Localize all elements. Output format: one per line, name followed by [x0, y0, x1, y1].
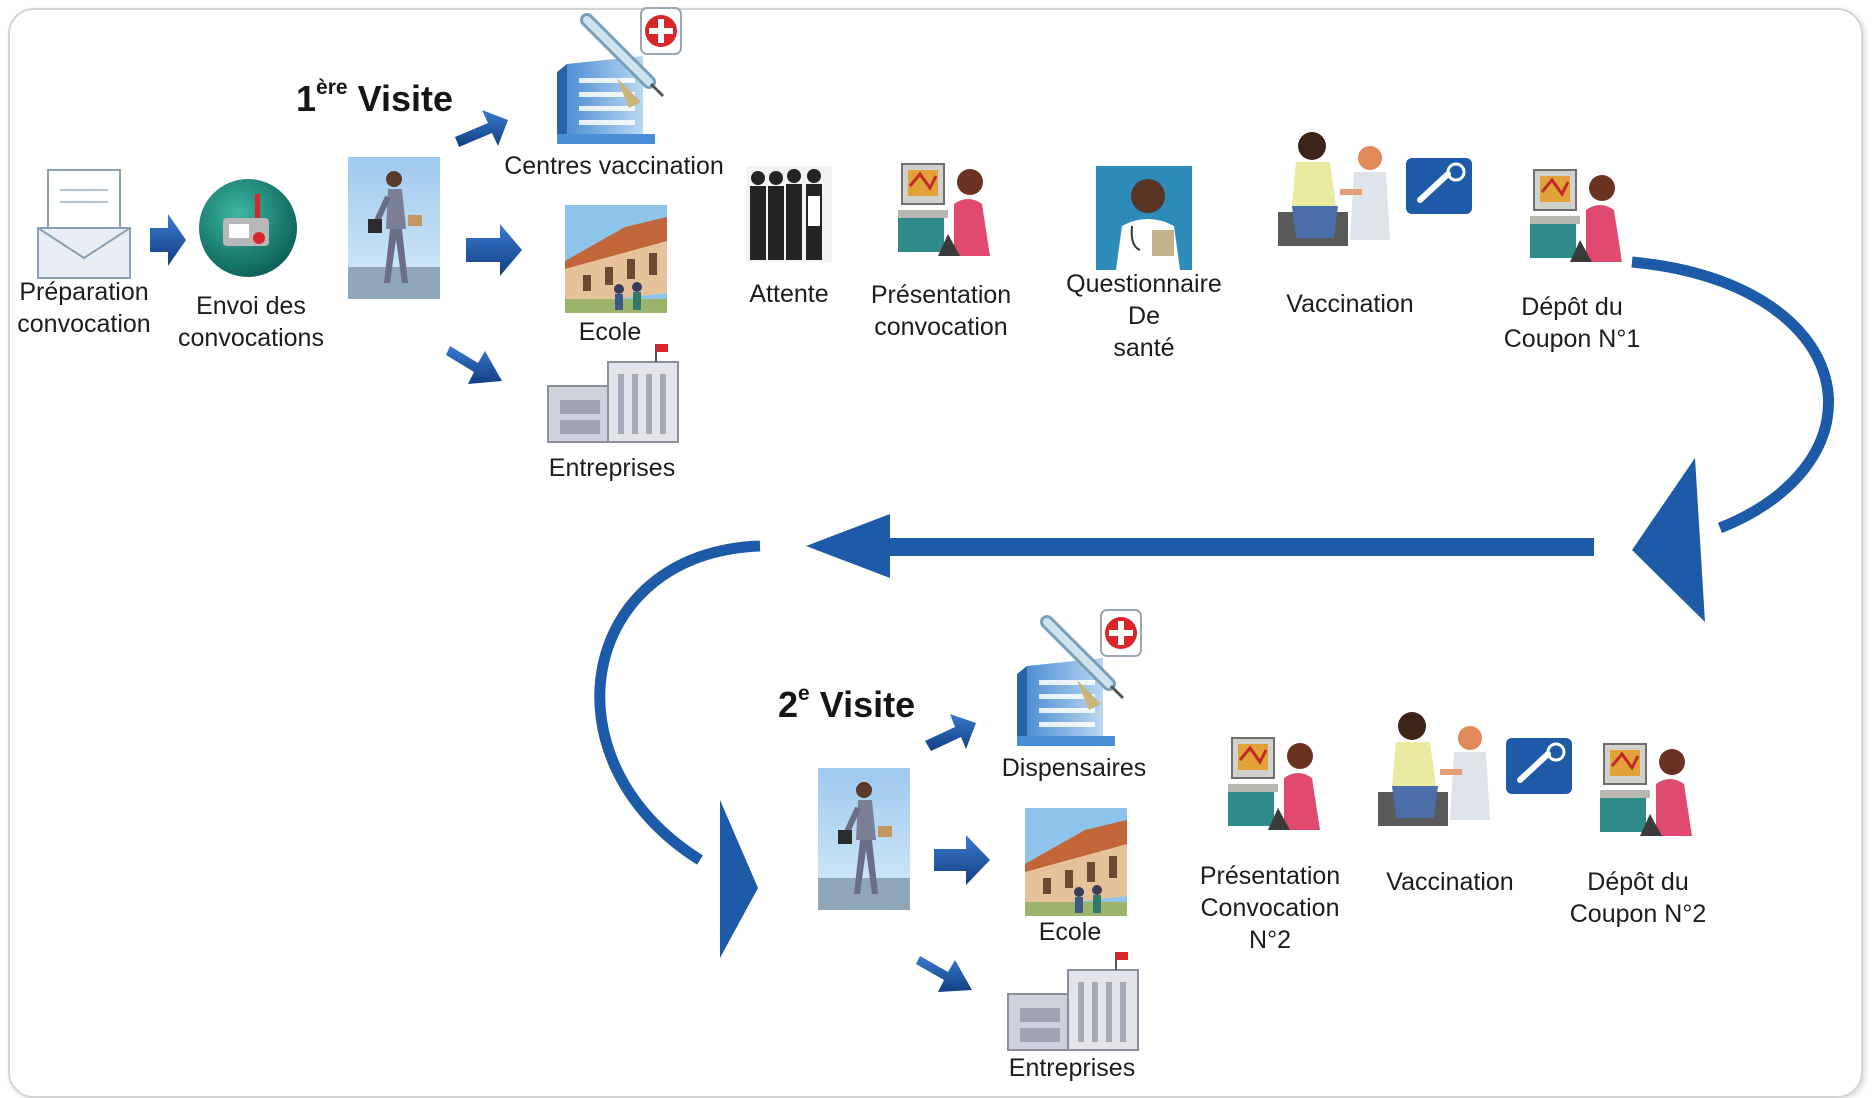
arrow-to-entreprises [446, 346, 502, 384]
step-entreprises-2-label: Entreprises [1008, 1054, 1136, 1082]
walking-person-icon [348, 157, 440, 299]
step-vaccination-2-label: Vaccination [1386, 868, 1514, 896]
arrow-return-curve-right [1631, 256, 1834, 622]
step-depot-1-label: Dépôt du Coupon N°1 [1503, 293, 1641, 353]
step-depot-2-label: Dépôt du Coupon N°2 [1569, 868, 1707, 928]
factory-icon [1007, 951, 1139, 1051]
desk-computer-icon [1598, 742, 1694, 838]
step-vaccination-label: Vaccination [1286, 290, 1414, 318]
dispensary-icon [1017, 610, 1141, 746]
step-entreprises-label: Entreprises [548, 454, 676, 482]
vaccination-scene-icon [1378, 712, 1572, 826]
arrow-to-ecole [466, 224, 522, 276]
desk-computer-icon [1226, 736, 1322, 832]
step-preparation-label: Préparation convocation [17, 278, 151, 338]
letter-envelope-icon [37, 169, 131, 279]
visit-1-title: 1ère Visite [296, 76, 453, 119]
factory-icon [547, 343, 679, 443]
school-icon [1025, 808, 1127, 916]
arrow-to-dispensaires [925, 714, 976, 751]
arrow-return-curve-left [594, 540, 761, 958]
step-dispensaires-label: Dispensaires [1001, 754, 1147, 782]
queue-people-icon [746, 166, 832, 262]
mailbox-icon [199, 179, 297, 277]
desk-computer-icon [1528, 168, 1624, 264]
step-envoi-label: Envoi des convocations [178, 292, 324, 352]
walking-person-icon [818, 768, 910, 910]
arrow-return-horizontal [806, 514, 1594, 578]
step-attente-label: Attente [749, 280, 829, 308]
school-icon [565, 205, 667, 313]
step-presentation-2-label: Présentation Convocation N°2 [1199, 862, 1341, 954]
step-questionnaire-label: Questionnaire De santé [1066, 270, 1222, 362]
vaccination-scene-icon [1278, 132, 1472, 246]
step-presentation-label: Présentation convocation [870, 281, 1012, 341]
desk-computer-icon [896, 162, 992, 258]
step-ecole-2-label: Ecole [1038, 918, 1102, 946]
visit-2-title: 2e Visite [778, 682, 916, 725]
arrow-to-ecole-2 [934, 835, 990, 885]
vaccination-center-icon [557, 8, 681, 144]
doctor-icon [1096, 166, 1192, 270]
arrow-to-entreprises-2 [916, 956, 972, 992]
step-ecole-label: Ecole [578, 318, 642, 346]
arrow-to-centres [455, 110, 508, 147]
step-centres-label: Centres vaccination [504, 152, 724, 180]
arrow-prep-to-envoi [150, 214, 186, 266]
